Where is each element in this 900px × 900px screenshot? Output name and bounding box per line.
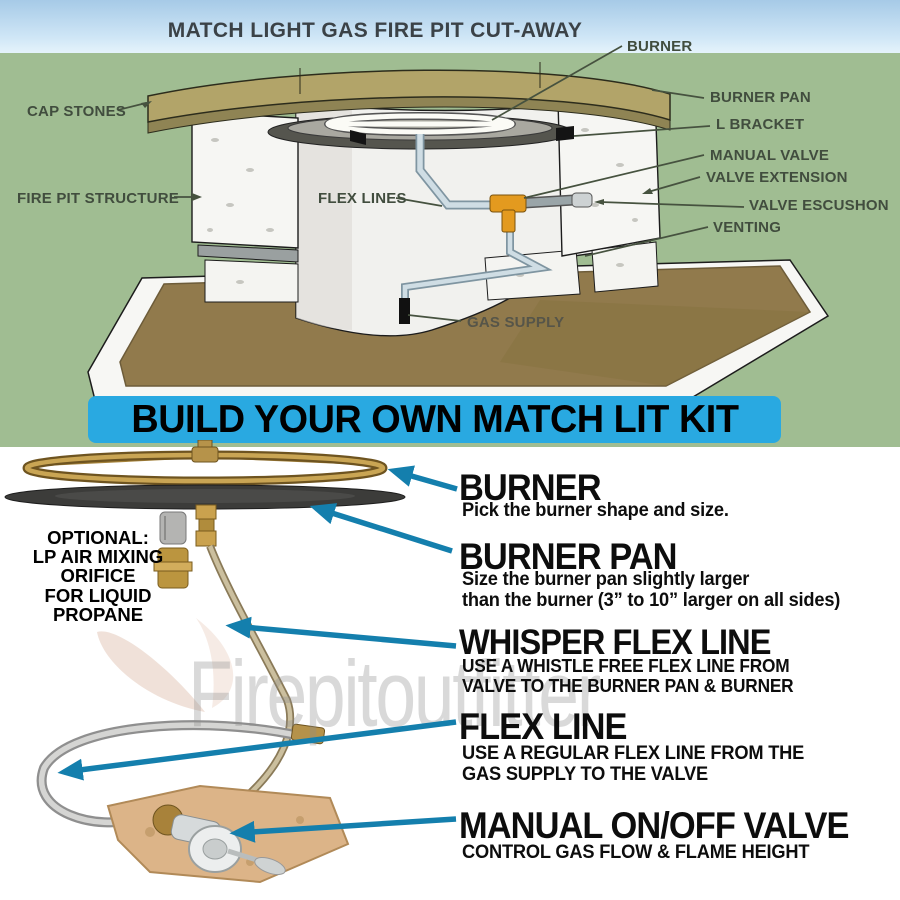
kit-item-flex-line-title: FLEX LINE: [459, 706, 627, 747]
build-kit-banner: BUILD YOUR OWN MATCH LIT KIT: [88, 396, 781, 443]
desc-line: VALVE TO THE BURNER PAN & BURNER: [462, 675, 794, 696]
kit-item-valve-title: MANUAL ON/OFF VALVE: [459, 805, 849, 846]
diagram-title: MATCH LIGHT GAS FIRE PIT CUT-AWAY: [167, 19, 583, 42]
desc-line: USE A REGULAR FLEX LINE FROM THE: [462, 743, 805, 764]
label-manual-valve: MANUAL VALVE: [710, 147, 830, 164]
label-gas-supply: GAS SUPPLY: [467, 314, 565, 331]
label-valve-escushon: VALVE ESCUSHON: [749, 197, 889, 214]
banner-text: BUILD YOUR OWN MATCH LIT KIT: [130, 397, 739, 441]
kit-item-burner-desc: Pick the burner shape and size.: [462, 500, 729, 522]
label-l-bracket: L BRACKET: [716, 116, 805, 133]
desc-line: Size the burner pan slightly larger: [462, 569, 750, 590]
kit-item-whisper-flex-desc: USE A WHISTLE FREE FLEX LINE FROM VALVE …: [462, 656, 794, 697]
sky-background: [0, 0, 900, 53]
desc-line: CONTROL GAS FLOW & FLAME HEIGHT: [462, 842, 810, 863]
label-cap-stones: CAP STONES: [27, 103, 126, 120]
optional-line: LP AIR MIXING: [32, 546, 164, 568]
desc-line: Pick the burner shape and size.: [462, 500, 729, 521]
label-fire-pit-structure: FIRE PIT STRUCTURE: [17, 190, 179, 207]
kit-item-whisper-flex-title: WHISPER FLEX LINE: [459, 623, 771, 662]
fire-pit-cutaway-illustration: [87, 45, 830, 401]
kit-item-burner-pan-desc: Size the burner pan slightly larger than…: [462, 569, 841, 612]
label-valve-extension: VALVE EXTENSION: [706, 169, 848, 186]
desc-line: USE A WHISTLE FREE FLEX LINE FROM: [462, 656, 790, 676]
optional-orifice-note: OPTIONAL: LP AIR MIXING ORIFICE FOR LIQU…: [2, 528, 194, 624]
kit-item-burner-pan-title: BURNER PAN: [459, 536, 677, 577]
desc-line: GAS SUPPLY TO THE VALVE: [462, 763, 708, 785]
label-flex-lines: FLEX LINES: [318, 190, 407, 207]
label-burner-pan: BURNER PAN: [710, 89, 811, 106]
kit-item-flex-line-desc: USE A REGULAR FLEX LINE FROM THE GAS SUP…: [462, 743, 805, 786]
desc-line: than the burner (3” to 10” larger on all…: [462, 589, 841, 611]
optional-line: OPTIONAL:: [47, 527, 149, 548]
optional-line: ORIFICE: [60, 565, 136, 587]
kit-item-burner-title: BURNER: [459, 467, 602, 508]
optional-line: FOR LIQUID PROPANE: [44, 584, 152, 625]
label-burner: BURNER: [627, 38, 693, 55]
label-venting: VENTING: [713, 219, 782, 236]
kit-item-valve-desc: CONTROL GAS FLOW & FLAME HEIGHT: [462, 842, 810, 864]
